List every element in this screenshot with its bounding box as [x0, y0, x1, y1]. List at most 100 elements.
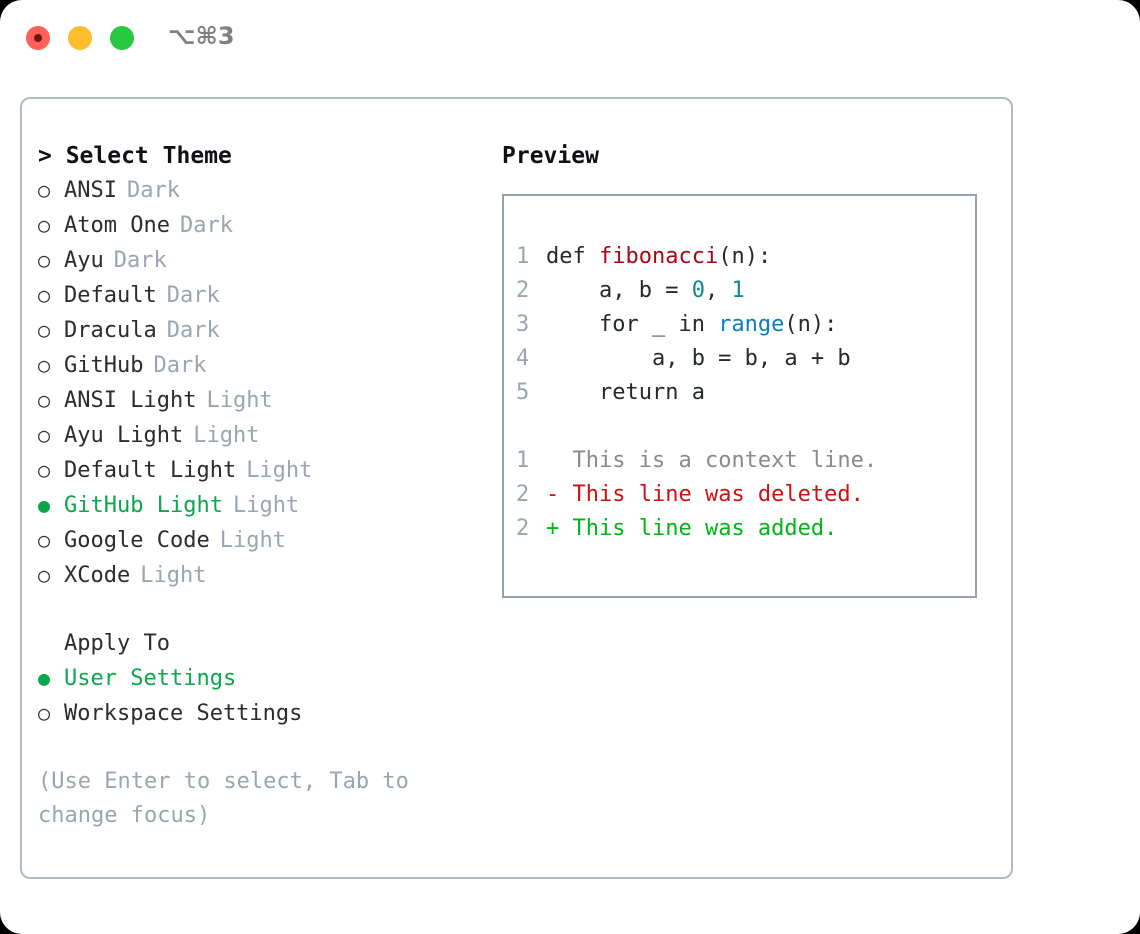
code-token-number: 1 — [731, 278, 745, 303]
theme-list-item[interactable]: ○ Google Code Light — [38, 523, 478, 558]
theme-list-item[interactable]: ○ Default Light Light — [38, 453, 478, 488]
radio-unselected-icon: ○ — [38, 318, 51, 342]
apply-to-item[interactable]: ●User Settings — [38, 661, 478, 696]
radio-unselected-icon: ○ — [38, 458, 51, 482]
theme-list-item[interactable]: ● GitHub Light Light — [38, 488, 478, 523]
code-content: a, b = b, a + b — [546, 342, 851, 376]
code-token-plain: return a — [546, 380, 705, 405]
code-token-plain: (n): — [718, 244, 772, 269]
radio-unselected-icon: ○ — [38, 423, 51, 447]
close-window-button[interactable] — [26, 26, 50, 50]
keyboard-hint-text: (Use Enter to select, Tab to change focu… — [38, 769, 423, 828]
theme-name-label: Google Code — [64, 528, 210, 553]
diff-line-number: 2 — [516, 482, 530, 507]
theme-name-label: ANSI Light — [64, 388, 197, 413]
diff-marker — [546, 444, 573, 478]
diff-text: This line was deleted. — [572, 482, 864, 507]
diff-marker: + — [546, 516, 573, 541]
line-number: 4 — [516, 346, 530, 371]
line-number: 5 — [516, 380, 530, 405]
theme-name-label: GitHub Light — [64, 493, 223, 518]
diff-line: 2- This line was deleted. — [516, 478, 975, 512]
apply-to-label: User Settings — [64, 666, 237, 691]
code-line: 4 a, b = b, a + b — [516, 342, 975, 376]
diff-line: 2 + This line was added. — [516, 512, 975, 546]
radio-unselected-icon: ○ — [38, 528, 51, 552]
theme-variant-badge: Dark — [166, 318, 220, 343]
theme-name-label: XCode — [64, 563, 131, 588]
code-content: def fibonacci(n): — [546, 240, 771, 274]
theme-name-label: ANSI — [64, 178, 117, 203]
theme-variant-badge: Light — [140, 563, 207, 588]
theme-name-label: Ayu — [64, 248, 104, 273]
diff-line-number: 1 — [516, 448, 530, 473]
theme-name-label: Ayu Light — [64, 423, 184, 448]
theme-name-label: GitHub — [64, 353, 144, 378]
keyboard-shortcut-label: ⌥⌘3 — [168, 22, 235, 50]
theme-list-item[interactable]: ○ Dracula Dark — [38, 313, 478, 348]
theme-variant-badge: Dark — [179, 213, 233, 238]
theme-list-item[interactable]: ○ Atom One Dark — [38, 208, 478, 243]
theme-variant-badge: Light — [232, 493, 300, 518]
theme-list-item[interactable]: ○ ANSI Light Light — [38, 383, 478, 418]
maximize-window-button[interactable] — [110, 26, 134, 50]
code-token-plain: for _ in — [546, 312, 719, 337]
radio-unselected-icon: ○ — [38, 283, 51, 307]
code-line: 2 a, b = 0, 1 — [516, 274, 975, 308]
theme-variant-badge: Light — [246, 458, 313, 483]
theme-variant-badge: Dark — [113, 248, 167, 273]
diff-marker: - — [546, 482, 573, 507]
theme-variant-badge: Dark — [126, 178, 180, 203]
theme-list-item[interactable]: ○ Ayu Light Light — [38, 418, 478, 453]
theme-name-label: Dracula — [64, 318, 157, 343]
diff-text: This line was added. — [572, 516, 838, 541]
list-spacer — [38, 593, 478, 627]
theme-list-item[interactable]: ○ ANSI Dark — [38, 173, 478, 208]
code-content: return a — [546, 376, 705, 410]
code-token-plain: (n): — [784, 312, 838, 337]
diff-sample: 1 This is a context line.2- This line wa… — [516, 444, 975, 546]
radio-unselected-icon: ○ — [38, 178, 51, 202]
theme-variant-badge: Light — [206, 388, 273, 413]
code-content: a, b = 0, 1 — [546, 274, 745, 308]
diff-line-number: 2 — [516, 516, 530, 541]
apply-to-title: Apply To — [64, 631, 170, 656]
apply-to-list: ●User Settings○Workspace Settings — [38, 661, 478, 731]
code-token-plain: def — [546, 244, 599, 269]
line-number: 2 — [516, 278, 530, 303]
apply-to-label: Workspace Settings — [64, 701, 303, 726]
theme-name-label: Default Light — [64, 458, 237, 483]
theme-variant-badge: Light — [219, 528, 286, 553]
radio-unselected-icon: ○ — [38, 248, 51, 272]
theme-variant-badge: Dark — [153, 353, 207, 378]
code-line: 5 return a — [516, 376, 975, 410]
code-token-plain: a, b = b, a + b — [546, 346, 851, 371]
radio-unselected-icon: ○ — [38, 388, 51, 412]
radio-selected-icon: ● — [38, 493, 51, 517]
theme-variant-badge: Dark — [166, 283, 220, 308]
code-token-plain: , — [704, 278, 732, 303]
code-token-function: fibonacci — [598, 244, 719, 269]
line-number: 1 — [516, 244, 530, 269]
diff-text: This is a context line. — [572, 448, 878, 473]
theme-list-item[interactable]: ○ Ayu Dark — [38, 243, 478, 278]
minimize-window-button[interactable] — [68, 26, 92, 50]
theme-name-label: Atom One — [64, 213, 170, 238]
theme-variant-badge: Light — [193, 423, 260, 448]
code-line: 1 def fibonacci(n): — [516, 240, 975, 274]
preview-heading: Preview — [502, 143, 599, 169]
code-token-number: 0 — [691, 278, 705, 303]
select-theme-header: > Select Theme — [38, 143, 232, 169]
apply-to-item[interactable]: ○Workspace Settings — [38, 696, 478, 731]
radio-unselected-icon: ○ — [38, 213, 51, 237]
diff-line: 1 This is a context line. — [516, 444, 975, 478]
